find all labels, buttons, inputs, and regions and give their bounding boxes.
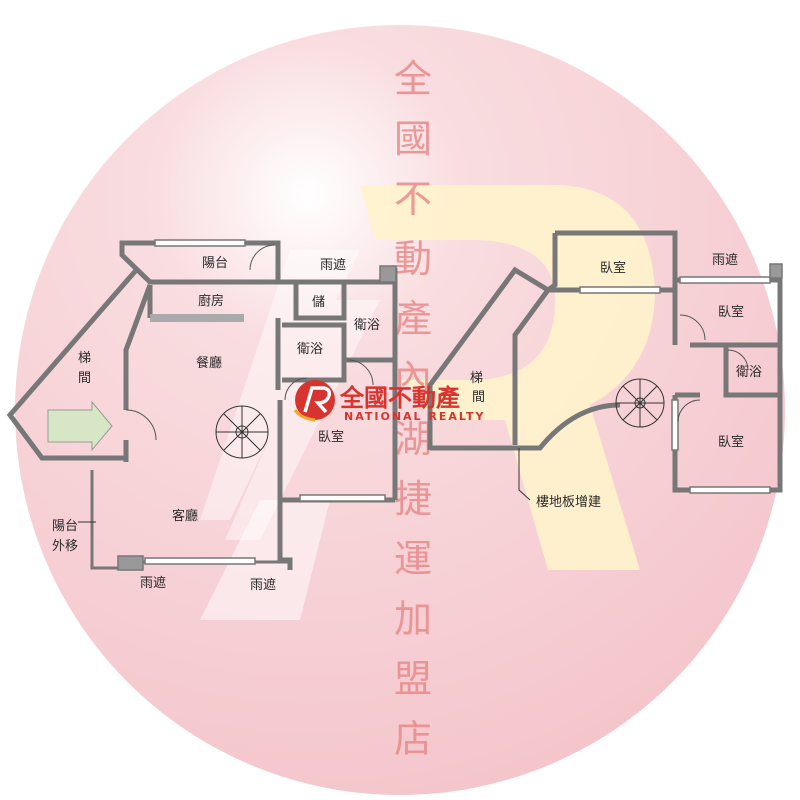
label-balcony-ext-2: 外移 (52, 539, 78, 554)
pillar-top-right (379, 265, 397, 283)
label-living: 客廳 (172, 508, 198, 524)
pillar-right (769, 263, 783, 279)
svg-text:店: 店 (394, 717, 432, 761)
label-stair-1: 梯 (78, 351, 91, 366)
label-stair-right-1: 梯 (470, 371, 483, 386)
label-storage: 儲 (312, 295, 325, 310)
logo-english-text: NATIONAL REALTY (344, 410, 486, 423)
label-balcony: 陽台 (202, 256, 228, 271)
label-bath-upper: 衛浴 (354, 318, 380, 333)
floor-addition-leader (518, 448, 531, 501)
svg-text:盟: 盟 (394, 657, 432, 701)
door-arc-bedroom-rt (679, 314, 706, 341)
svg-text:內: 內 (394, 357, 432, 401)
window-bedroom (299, 494, 386, 502)
window-canopy-left (117, 555, 144, 571)
logo-chinese-text: 全國不動產 (339, 384, 460, 412)
entrance-arrow-icon (47, 400, 113, 452)
left-spiral-stair (215, 405, 269, 459)
left-bottom-right-wall (277, 500, 293, 570)
right-windows (579, 263, 783, 494)
right-doors (677, 314, 749, 423)
label-canopy-top: 雨遮 (320, 257, 346, 273)
window-canopy-right (679, 276, 771, 284)
label-bedroom: 臥室 (318, 429, 344, 445)
label-floor-addition: 樓地板增建 (536, 495, 601, 510)
realty-logo: 全國不動產 NATIONAL REALTY (293, 380, 486, 423)
right-stair-outer-wall (427, 266, 550, 450)
svg-text:捷: 捷 (394, 477, 432, 521)
label-stair-right-2: 間 (472, 390, 485, 405)
left-bath-walls (282, 322, 347, 383)
label-stair-2: 間 (78, 371, 91, 386)
watermark-vertical-text: 全 國 不 動 產 內 湖 捷 運 加 盟 店 (394, 57, 432, 761)
door-arc-bath-right (727, 349, 749, 371)
right-bath-walls (723, 345, 780, 398)
svg-text:湖: 湖 (394, 417, 432, 461)
right-bedroom-top-wall (555, 230, 678, 290)
left-labels: 陽台 雨遮 廚房 儲 衛浴 衛浴 梯 間 餐廳 臥室 客廳 陽台 外移 雨遮 雨… (52, 256, 380, 593)
svg-text:國: 國 (394, 117, 432, 161)
left-doors (125, 244, 374, 441)
label-bath-lower: 衛浴 (297, 342, 323, 357)
left-inner-stair-wall (123, 284, 153, 410)
right-spiral-stair (615, 378, 665, 428)
label-bath-right: 衛浴 (736, 365, 762, 380)
svg-text:動: 動 (394, 237, 432, 281)
realty-r-icon (303, 386, 332, 414)
svg-text:運: 運 (394, 537, 432, 581)
left-balcony-rail (90, 470, 120, 570)
right-curved-wall (430, 402, 621, 451)
label-balcony-ext-1: 陽台 (52, 519, 78, 534)
right-labels: 臥室 雨遮 臥室 梯 間 衛浴 臥室 樓地板增建 (470, 252, 762, 510)
watermark-light-streak-bottom (200, 500, 330, 620)
left-storage-walls (293, 282, 347, 321)
door-arc-bath (347, 359, 374, 386)
label-canopy-bottom-left: 雨遮 (140, 575, 166, 591)
left-balcony-walls (119, 240, 281, 285)
window-balcony (154, 239, 246, 247)
label-bedroom-top: 臥室 (600, 260, 626, 276)
left-windows (117, 239, 397, 571)
window-bedroom-top (579, 286, 661, 294)
svg-text:全: 全 (394, 57, 432, 101)
label-canopy-bottom-right: 雨遮 (250, 577, 276, 593)
window-bottom-long (144, 557, 256, 565)
door-arc-bedroom-rb (677, 399, 701, 423)
door-arc-balcony (249, 244, 276, 271)
label-bedroom-right-top: 臥室 (718, 304, 744, 320)
svg-text:產: 產 (394, 297, 432, 341)
label-dining: 餐廳 (196, 355, 222, 371)
window-bedroom-side (671, 399, 679, 451)
door-arc-bedroom (284, 377, 308, 401)
right-stair-inner-wall (512, 288, 551, 445)
window-bedroom-bottom (689, 486, 771, 494)
door-arc-entrance (125, 409, 157, 441)
label-canopy-right: 雨遮 (712, 252, 738, 268)
svg-text:加: 加 (394, 597, 432, 641)
left-stair-walls (6, 266, 140, 461)
label-kitchen: 廚房 (198, 293, 224, 309)
watermark-r-letter (360, 185, 655, 570)
label-bedroom-right-bottom: 臥室 (718, 434, 744, 450)
svg-text:不: 不 (394, 177, 432, 221)
